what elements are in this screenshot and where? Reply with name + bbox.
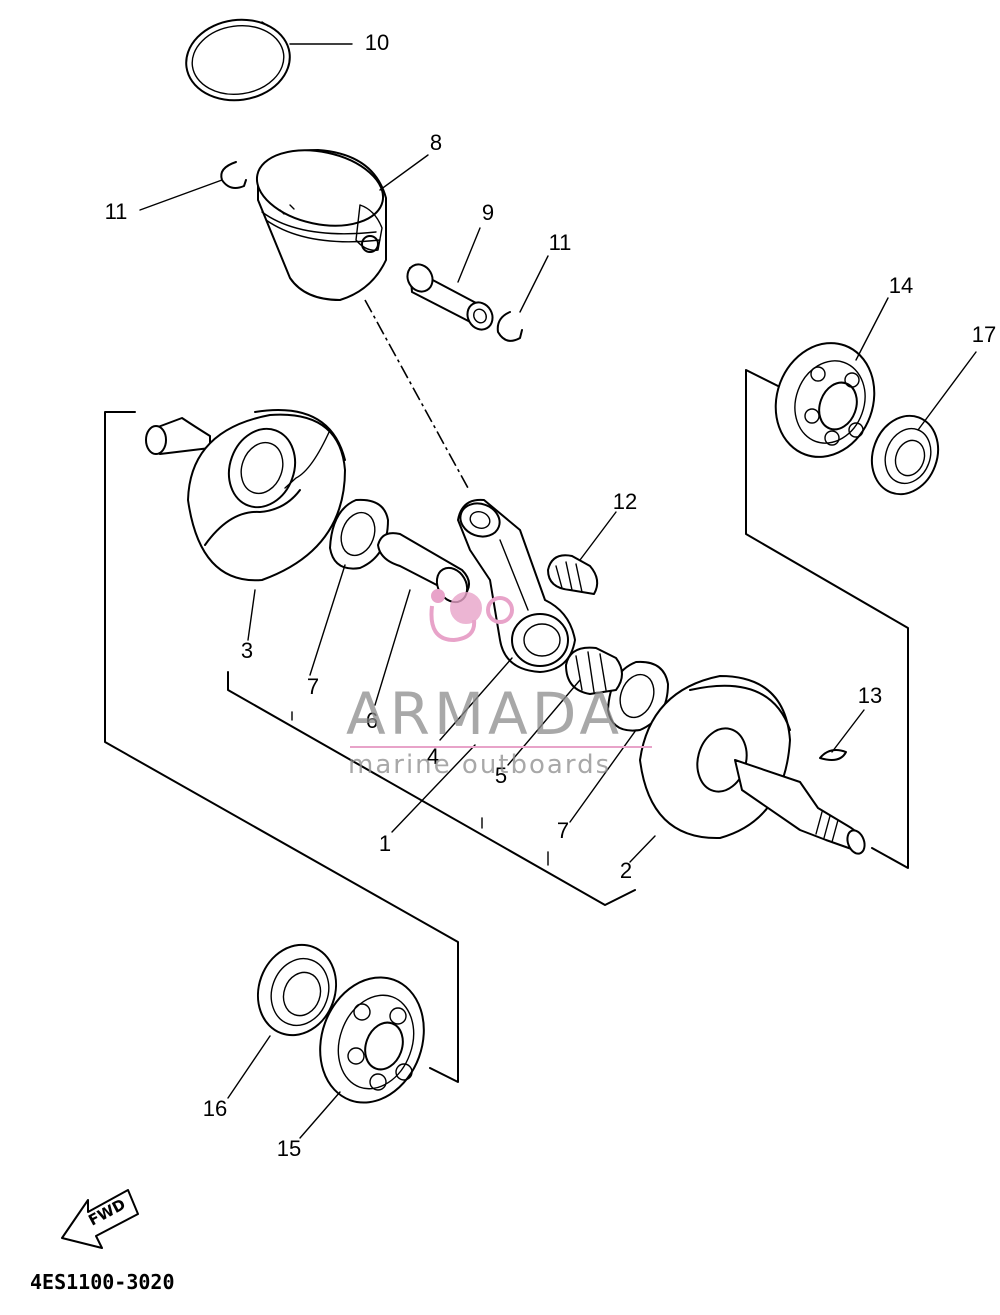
- label-part-7-right: 7: [557, 818, 569, 843]
- label-part-14: 14: [889, 273, 913, 298]
- circlip-left: [220, 161, 247, 189]
- oil-seal-right: [870, 414, 940, 496]
- armada-watermark: ARMADA marine outboards: [346, 589, 652, 780]
- label-part-1: 1: [379, 831, 391, 856]
- leader-lines: [139, 43, 977, 1139]
- oil-seal-left: [256, 943, 338, 1037]
- label-part-6: 6: [366, 708, 378, 733]
- piston-rod-centerline: [364, 299, 469, 489]
- label-part-11-right: 11: [549, 230, 572, 255]
- piston: [255, 149, 387, 301]
- watermark-brand: ARMADA: [346, 680, 623, 748]
- label-part-10: 10: [365, 30, 389, 55]
- assembly-brackets: [104, 369, 909, 1083]
- main-bearing-left: [319, 976, 425, 1104]
- thrust-washer-right: [607, 660, 669, 732]
- label-part-7-left: 7: [307, 674, 319, 699]
- part-number-labels: 10 8 11 9 11 14 17 12 3 7 6 13 4 5 7 1 2…: [105, 30, 997, 1161]
- label-part-4: 4: [427, 744, 439, 769]
- label-part-15: 15: [277, 1136, 301, 1161]
- crank-web-left: [145, 409, 346, 582]
- label-part-8: 8: [430, 130, 442, 155]
- big-end-bearing: [565, 646, 623, 695]
- label-part-17: 17: [972, 322, 996, 347]
- woodruff-key: [819, 749, 847, 761]
- diagram-code: 4ES1100-3020: [30, 1270, 175, 1294]
- label-part-12: 12: [613, 489, 637, 514]
- piston-pin: [406, 263, 494, 331]
- circlip-right: [496, 311, 523, 342]
- main-bearing-right: [774, 342, 876, 458]
- armada-logo-icon: [429, 589, 514, 643]
- watermark-tagline: marine outboards: [348, 750, 611, 780]
- piston-ring: [185, 18, 291, 102]
- label-part-2: 2: [620, 858, 632, 883]
- label-part-5: 5: [495, 763, 507, 788]
- label-part-11-left: 11: [105, 199, 128, 224]
- thrust-washer-left: [329, 498, 389, 570]
- small-end-bearing: [547, 554, 599, 595]
- label-part-13: 13: [858, 683, 882, 708]
- label-part-9: 9: [482, 200, 494, 225]
- label-part-3: 3: [241, 638, 253, 663]
- crank-web-right: [639, 675, 866, 855]
- label-part-16: 16: [203, 1096, 227, 1121]
- fwd-arrow-icon: FWD: [61, 1189, 139, 1249]
